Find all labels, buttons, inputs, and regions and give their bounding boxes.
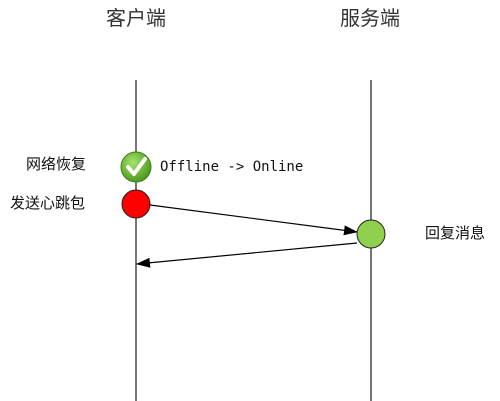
reply-message-label: 回复消息 bbox=[425, 224, 485, 242]
server-header: 服务端 bbox=[340, 6, 400, 30]
check-circle-icon bbox=[120, 151, 152, 183]
client-header: 客户端 bbox=[106, 6, 166, 30]
status-change-label: Offline -> Online bbox=[160, 159, 303, 175]
red-dot-icon bbox=[121, 189, 151, 219]
reply-arrow bbox=[136, 242, 358, 268]
green-dot-icon bbox=[356, 219, 386, 249]
heartbeat-arrow bbox=[149, 204, 358, 236]
network-restored-label: 网络恢复 bbox=[26, 155, 86, 173]
send-heartbeat-label: 发送心跳包 bbox=[10, 194, 85, 212]
